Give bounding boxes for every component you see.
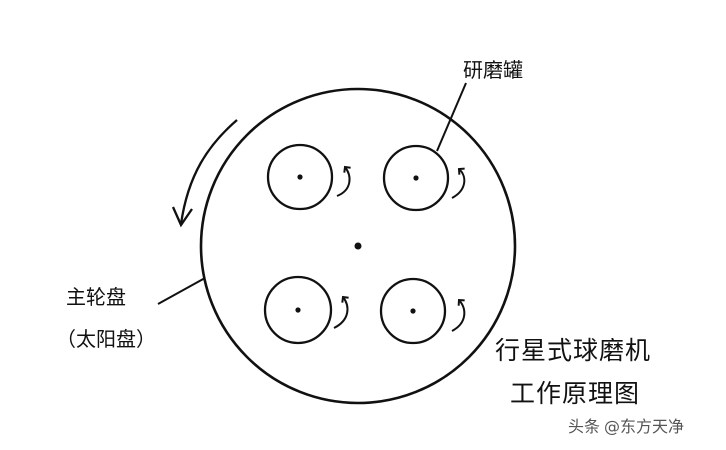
jar-bottom-right xyxy=(379,277,447,345)
main-disk-center-dot xyxy=(354,242,362,250)
jar-leader-line xyxy=(436,82,467,152)
jar-top-left xyxy=(266,143,334,211)
jar-label: 研磨罐 xyxy=(463,58,523,82)
jar-rotation-arrow-1 xyxy=(336,165,351,197)
diagram-title: 行星式球磨机 xyxy=(495,336,652,365)
diagram-subtitle: 工作原理图 xyxy=(510,379,641,408)
jar-bottom-left xyxy=(263,275,333,345)
main-disk-leader-line xyxy=(157,277,206,305)
main-disk-rotation-arrowhead xyxy=(171,206,193,228)
watermark: 头条 @东方天净 xyxy=(568,419,684,435)
main-disk xyxy=(199,87,517,405)
jar-rotation-arrow-3 xyxy=(333,295,349,329)
main-disk-label: 主轮盘 xyxy=(66,285,126,309)
jar-top-right xyxy=(382,144,450,212)
jar-rotation-arrow-2 xyxy=(451,167,466,199)
main-disk-rotation-arrow xyxy=(179,119,238,225)
watermark-handle: @东方天净 xyxy=(604,417,685,436)
sun-disk-label: （太阳盘） xyxy=(56,327,156,351)
watermark-brand: 头条 xyxy=(568,417,601,436)
jar-rotation-arrow-4 xyxy=(451,298,466,332)
